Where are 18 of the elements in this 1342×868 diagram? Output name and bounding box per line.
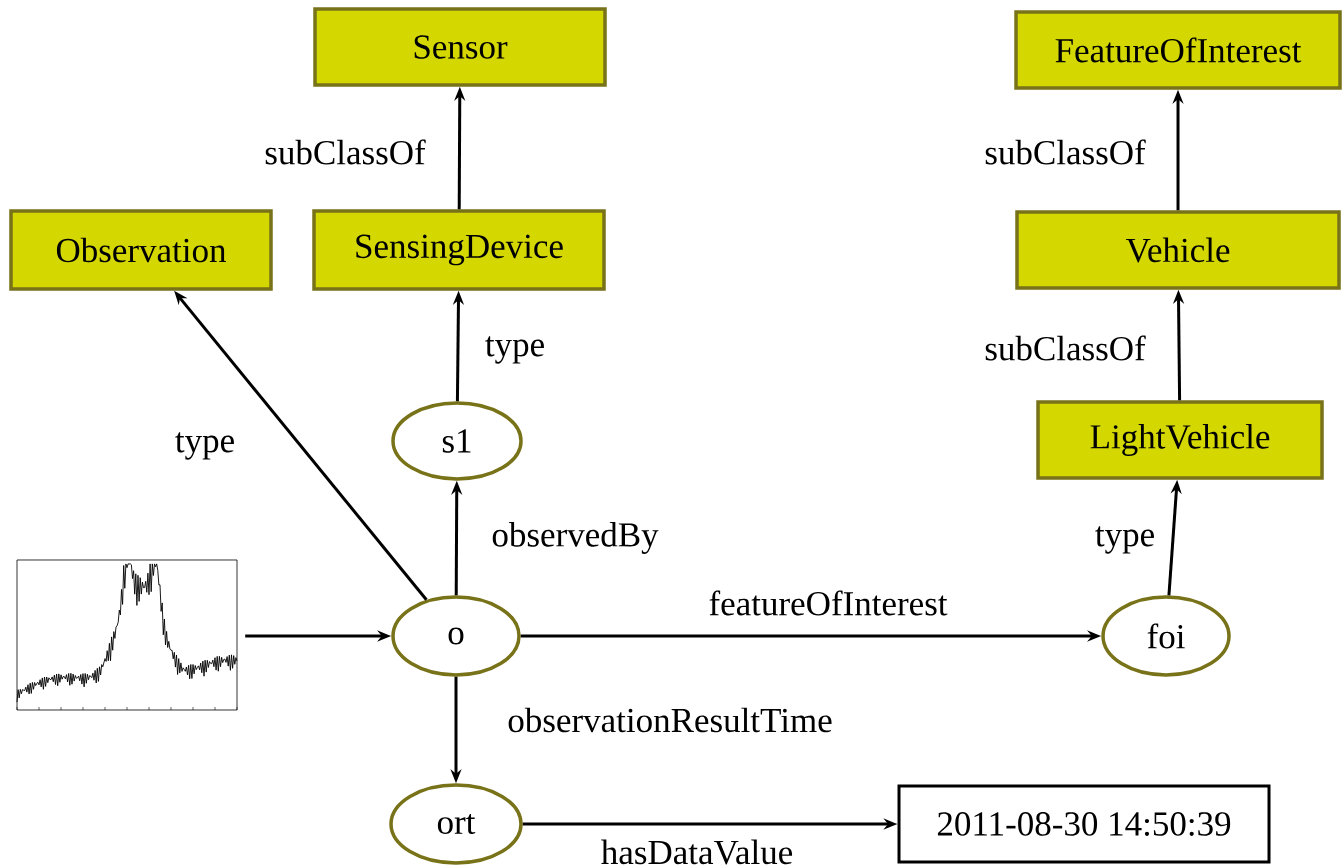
edge-label: observedBy: [490, 521, 660, 555]
edge-label: type: [1093, 525, 1157, 555]
edge-label: hasDataValue: [599, 838, 795, 866]
class-box: Observation: [9, 209, 273, 291]
class-box: Vehicle: [1015, 210, 1341, 290]
edge-label: type: [173, 431, 237, 461]
edge-label: type: [483, 335, 547, 365]
edge-label: subClassOf: [263, 138, 427, 166]
edge-label: subClassOf: [983, 138, 1147, 166]
picture: [16, 559, 238, 711]
edge-label: subClassOf: [983, 334, 1147, 362]
literal-box: 2011-08-30 14:50:39: [897, 784, 1271, 864]
class-box: SensingDevice: [312, 209, 606, 291]
class-box: LightVehicle: [1036, 400, 1324, 480]
edge-label: featureOfInterest: [707, 589, 949, 617]
edge-label: observationResultTime: [506, 706, 834, 734]
class-box: Sensor: [313, 7, 607, 87]
class-box: FeatureOfInterest: [1014, 10, 1342, 90]
